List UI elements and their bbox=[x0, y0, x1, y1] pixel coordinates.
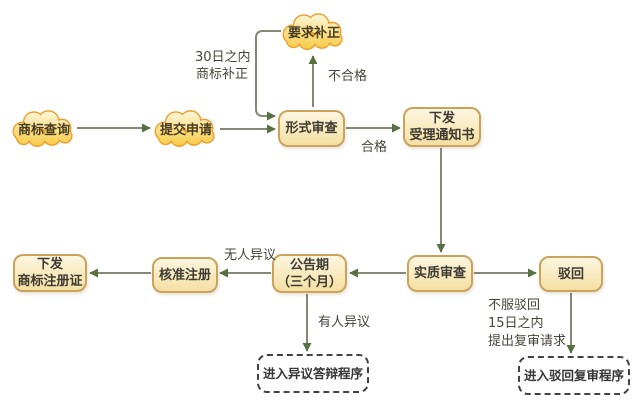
node-issue-registration-certificate: 下发 商标注册证 bbox=[13, 254, 87, 292]
edge-label-within-30-days: 30日之内 商标补正 bbox=[195, 49, 251, 83]
edge-label-line: 商标补正 bbox=[195, 67, 248, 82]
node-rejection: 驳回 bbox=[539, 256, 603, 292]
node-label: 商标查询 bbox=[17, 122, 70, 138]
node-request-correction: 要求补正 bbox=[280, 9, 348, 53]
node-objection-defense-procedure: 进入异议答辩程序 bbox=[257, 354, 369, 393]
edge-label-line: 提出复审请求 bbox=[488, 334, 567, 349]
node-issue-acceptance-notice: 下发 受理通知书 bbox=[403, 107, 481, 147]
edge-label-line: 30日之内 bbox=[195, 50, 251, 65]
node-label: 提交申请 bbox=[159, 122, 212, 138]
node-label: 实质审查 bbox=[413, 266, 466, 281]
node-label-line2: 受理通知书 bbox=[409, 128, 475, 143]
node-approve-registration: 核准注册 bbox=[152, 257, 218, 293]
edge-label-unqualified: 不合格 bbox=[328, 69, 368, 84]
edge-label-line: 15日之内 bbox=[488, 316, 544, 331]
node-trademark-search: 商标查询 bbox=[10, 106, 78, 150]
edge-label-qualified: 合格 bbox=[361, 140, 388, 155]
edge-label-appeal: 不服驳回 15日之内 提出复审请求 bbox=[488, 297, 566, 351]
edge-label-objection: 有人异议 bbox=[318, 315, 371, 330]
node-substantive-examination: 实质审查 bbox=[407, 255, 473, 292]
node-label: 进入异议答辩程序 bbox=[262, 365, 363, 381]
node-label-line1: 下发 bbox=[428, 111, 455, 126]
node-label: 驳回 bbox=[557, 266, 584, 282]
node-label-line2: 商标注册证 bbox=[17, 274, 83, 289]
node-announcement-period: 公告期 （三个月） bbox=[272, 254, 347, 293]
edge-label-no-objection: 无人异议 bbox=[224, 248, 277, 263]
node-label: 要求补正 bbox=[287, 25, 340, 41]
edge-label-line: 不服驳回 bbox=[488, 298, 541, 313]
node-rejection-review-procedure: 进入驳回复审程序 bbox=[518, 356, 630, 395]
node-label: 核准注册 bbox=[158, 267, 211, 283]
node-label-line2: （三个月） bbox=[276, 274, 342, 290]
node-label-line1: 公告期 bbox=[289, 257, 329, 273]
node-label: 进入驳回复审程序 bbox=[523, 367, 624, 383]
node-submit-application: 提交申请 bbox=[152, 106, 220, 150]
node-formal-examination: 形式审查 bbox=[278, 110, 345, 147]
node-label-line1: 下发 bbox=[36, 257, 63, 272]
node-label: 形式审查 bbox=[285, 121, 338, 136]
